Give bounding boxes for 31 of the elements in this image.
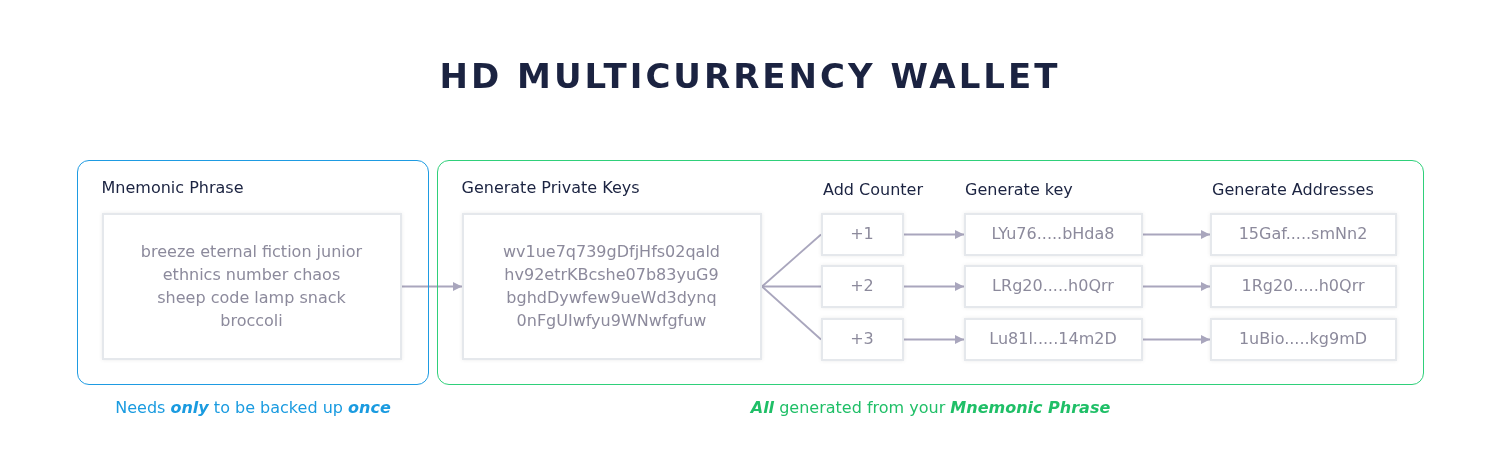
column-heading: Generate key <box>965 180 1073 199</box>
value-box: Lu81l.....14m2D <box>963 317 1143 361</box>
section-heading: Generate Private Keys <box>461 177 640 199</box>
section-heading: Mnemonic Phrase <box>101 177 244 199</box>
value-box: 1Rg20.....h0Qrr <box>1209 264 1397 308</box>
group-label: Needs only to be backed up once <box>114 398 392 417</box>
column-heading: Add Counter <box>823 180 923 199</box>
diagram-title: HD MULTICURRENCY WALLET <box>438 56 1062 96</box>
text-card: breeze eternal fiction junior ethnics number chaos sheep code lamp snack broccoli <box>101 212 402 360</box>
arrow <box>903 335 965 344</box>
group-label: All generated from your Mnemonic Phrase <box>749 398 1112 417</box>
value-box: 15Gaf.....smNn2 <box>1209 212 1397 256</box>
arrow <box>1142 335 1211 344</box>
arrow <box>401 282 463 291</box>
value-box: +3 <box>820 317 904 361</box>
connector-line <box>761 233 822 288</box>
group-frame <box>437 160 1424 385</box>
arrow <box>903 282 965 291</box>
value-box: +2 <box>820 264 904 308</box>
value-box: LRg20.....h0Qrr <box>963 264 1143 308</box>
text-card: wv1ue7q739gDfjHfs02qald hv92etrKBcshe07b83yuG9 bghdDywfew9ueWd3dynq 0nFgUIwfyu9WNwfgfuw <box>461 212 762 360</box>
value-box: 1uBio.....kg9mD <box>1209 317 1397 361</box>
connector-line <box>761 285 822 341</box>
value-box: +1 <box>820 212 904 256</box>
value-box: LYu76.....bHda8 <box>963 212 1143 256</box>
arrow <box>903 230 965 239</box>
group-frame <box>77 160 429 385</box>
connector-line <box>761 285 822 288</box>
arrow <box>1142 230 1211 239</box>
arrow <box>1142 282 1211 291</box>
column-heading: Generate Addresses <box>1212 180 1374 199</box>
